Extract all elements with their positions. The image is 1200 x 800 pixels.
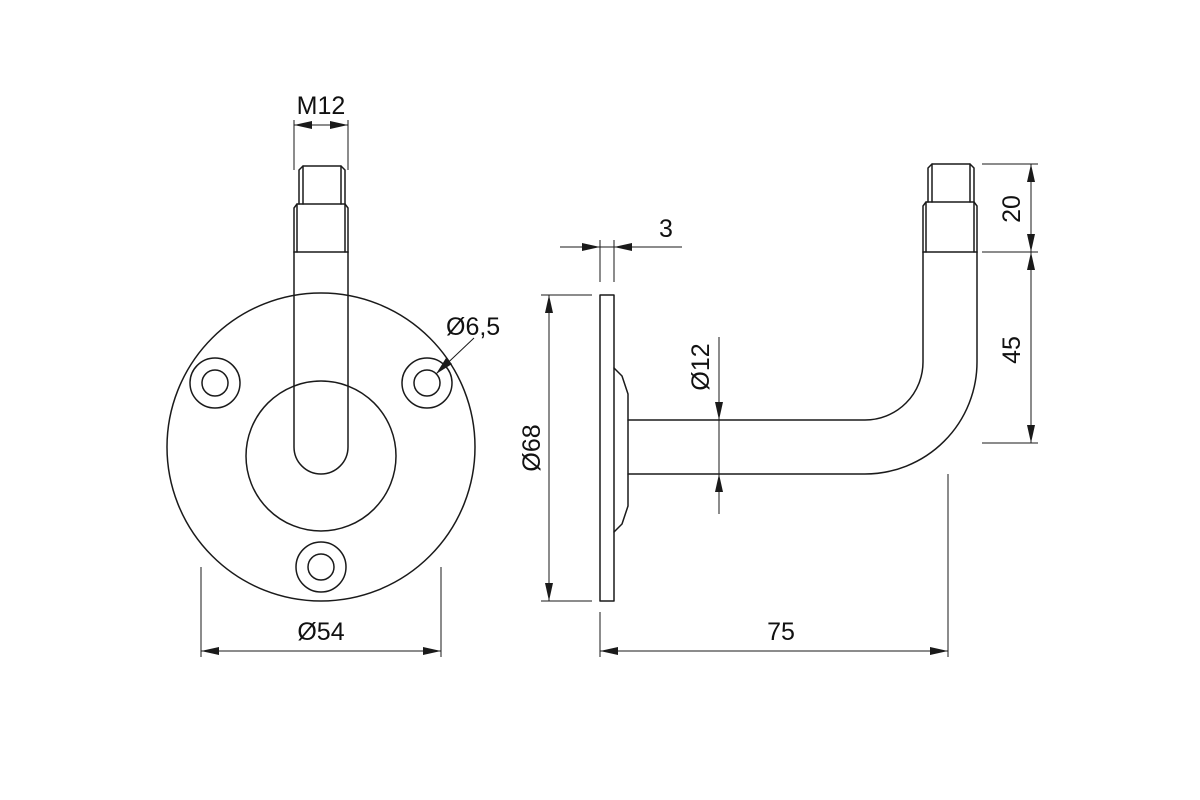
side-rod-outline: [627, 251, 978, 475]
plate-thickness-dimension: 3: [560, 215, 682, 282]
thread-length-dimension: 20: [982, 163, 1038, 253]
mounting-plate-outline: [166, 292, 476, 602]
side-pin-tip: [927, 163, 975, 203]
thread-dimension: M12: [293, 92, 349, 170]
rise-dimension: 45: [982, 252, 1038, 444]
screw-hole-bottom: [295, 541, 347, 593]
hub-outline: [245, 380, 397, 532]
rod-diameter-label: Ø12: [687, 343, 715, 390]
side-thread: [922, 201, 978, 253]
side-plate-diameter-label: Ø68: [518, 424, 546, 471]
projection-label: 75: [767, 618, 795, 646]
side-plate-diameter-dimension: Ø68: [518, 294, 592, 602]
side-plate: [599, 294, 615, 602]
plate-diameter-dimension: Ø54: [200, 567, 442, 657]
screw-hole-right: [401, 357, 453, 409]
front-view: M12 Ø6,5 Ø54: [166, 92, 500, 657]
hole-diameter-label: Ø6,5: [446, 313, 500, 341]
side-boss: [613, 367, 629, 533]
thread-length-label: 20: [998, 195, 1026, 223]
hole-dimension: Ø6,5: [435, 313, 500, 375]
projection-dimension: 75: [599, 474, 949, 657]
plate-diameter-label: Ø54: [297, 618, 344, 646]
thread-label: M12: [297, 92, 346, 120]
side-view: 3 Ø68 Ø12 20: [518, 163, 1038, 657]
rod-diameter-dimension: Ø12: [687, 337, 723, 514]
screw-hole-left: [189, 357, 241, 409]
rod-outline: [293, 251, 349, 475]
rise-label: 45: [998, 336, 1026, 364]
plate-thickness-label: 3: [659, 215, 673, 243]
thread-section: [293, 203, 349, 253]
pin-tip: [298, 165, 346, 205]
